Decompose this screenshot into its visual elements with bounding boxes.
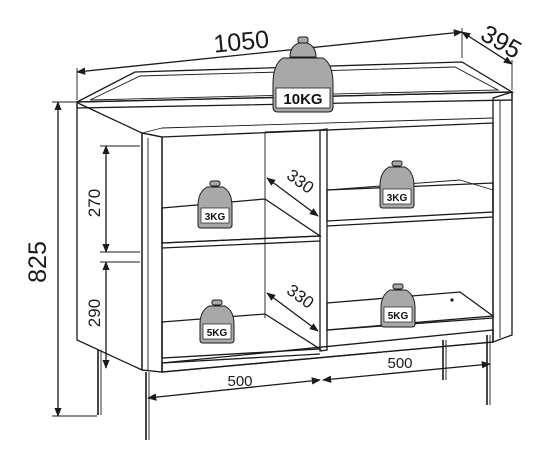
dimension-lines — [52, 28, 513, 417]
lower-shelf-height-label: 290 — [85, 299, 104, 327]
weight-5kg-right-icon: 5KG — [380, 283, 416, 328]
weight-3kg-right-label: 3KG — [387, 193, 408, 204]
lower-shelf-depth-label: 330 — [283, 281, 317, 313]
right-compartment-width-label: 500 — [387, 355, 412, 372]
cabinet-body — [76, 61, 515, 373]
weight-5kg-left-label: 5KG — [207, 328, 228, 339]
weight-3kg-left-icon: 3KG — [197, 180, 233, 229]
weight-10kg-label: 10KG — [283, 91, 322, 108]
weight-5kg-left-icon: 5KG — [199, 299, 235, 344]
upper-shelf-depth-label: 330 — [283, 166, 317, 198]
depth-dimension-label: 395 — [476, 20, 526, 65]
weight-5kg-right-label: 5KG — [388, 311, 409, 322]
left-compartment-width-label: 500 — [227, 373, 252, 390]
weight-3kg-right-icon: 3KG — [379, 160, 415, 209]
weight-3kg-left-label: 3KG — [205, 212, 226, 223]
width-dimension-label: 1050 — [212, 25, 270, 58]
upper-shelf-height-label: 270 — [85, 189, 104, 217]
height-dimension-label: 825 — [24, 241, 52, 283]
weight-10kg-icon: 10KG — [272, 36, 334, 113]
